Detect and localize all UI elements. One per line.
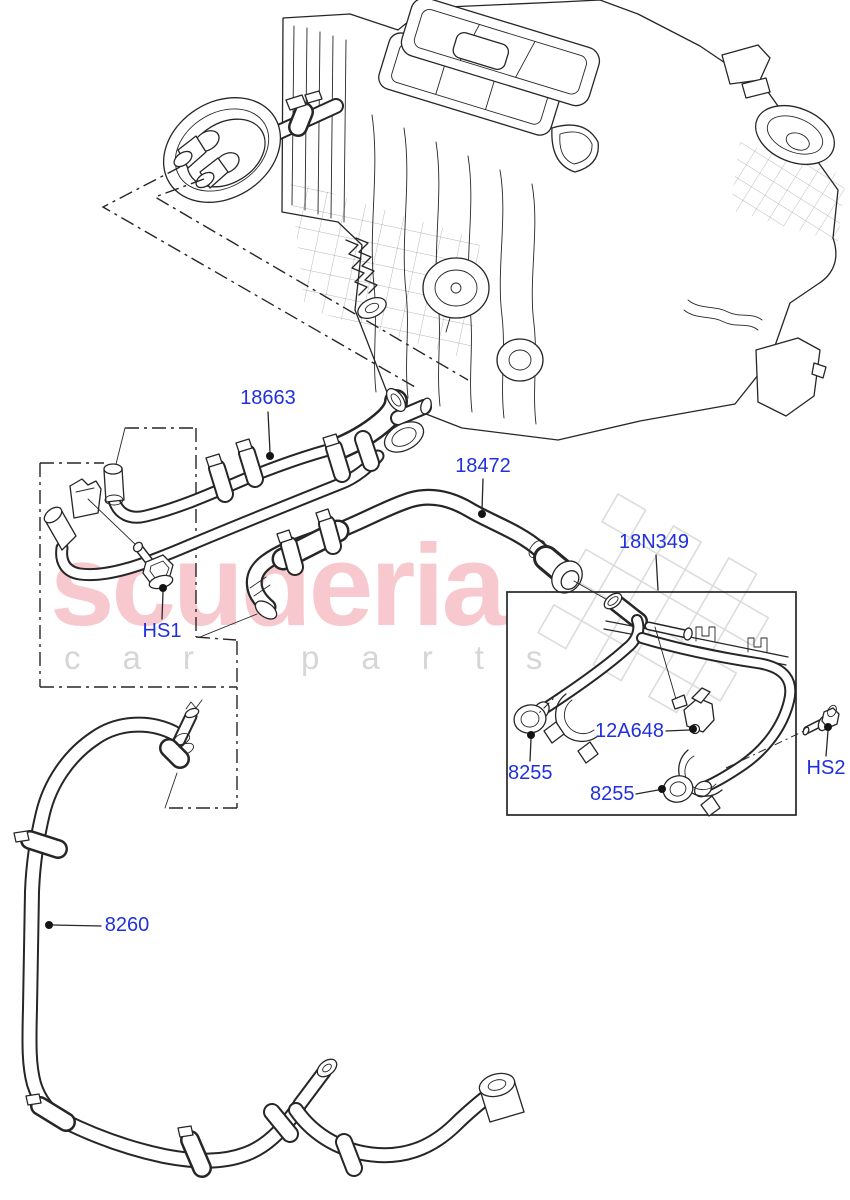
callout-HS1[interactable]: HS1 — [142, 620, 182, 642]
leader-dot — [45, 921, 53, 929]
leader-dot — [658, 785, 666, 793]
callout-12A648[interactable]: 12A648 — [595, 720, 664, 742]
leader-dot — [478, 510, 486, 518]
group-box-18N349 — [506, 591, 797, 816]
leader-dot — [527, 731, 535, 739]
watermark-subtitle: car parts — [64, 639, 585, 676]
hose-18663-line-art — [43, 387, 432, 582]
leader-dot — [689, 725, 697, 733]
callout-18472[interactable]: 18472 — [455, 455, 511, 477]
callout-18N349[interactable]: 18N349 — [618, 531, 690, 553]
callout-leaders — [45, 411, 832, 929]
leader-dot — [266, 452, 274, 460]
sensor-12A648-line-art — [654, 626, 715, 735]
leader-dot — [159, 584, 167, 592]
callout-8260[interactable]: 8260 — [104, 914, 150, 936]
callout-HS2[interactable]: HS2 — [806, 757, 846, 779]
hose-8260-line-art — [13, 699, 525, 1178]
hose-18472-line-art — [245, 488, 612, 620]
seal-ring-8255-left — [513, 704, 547, 734]
leader-dot — [824, 723, 832, 731]
exploded-leader-lines — [101, 166, 469, 388]
hvac-unit-line-art — [162, 0, 846, 441]
dash-dot-boxes — [39, 427, 258, 809]
seal-ring-8255-bottom — [662, 775, 694, 803]
callout-8255-left[interactable]: 8255 — [508, 762, 553, 784]
water-outlet-18N349-line-art — [513, 592, 840, 817]
heater-core-port — [162, 97, 282, 203]
bolt-hs1-line-art — [87, 498, 174, 590]
checkered-flag-watermark — [536, 492, 770, 714]
callout-8255-bottom[interactable]: 8255 — [590, 783, 635, 805]
callout-18663[interactable]: 18663 — [240, 387, 296, 409]
